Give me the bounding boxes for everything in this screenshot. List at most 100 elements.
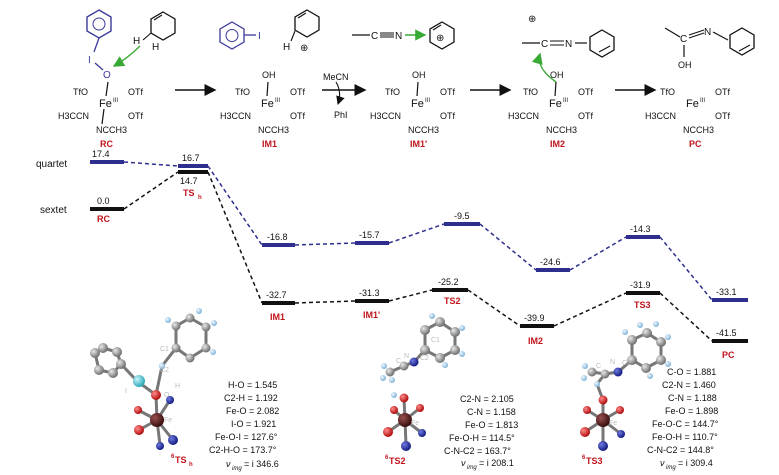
value-ts2-sextet: -25.2 (438, 277, 459, 287)
reaction-scheme: I O H H Fe III TfO OTf H3CCN OTf NCCH3 R… (58, 9, 755, 149)
im1p-otf-1: OTf (440, 87, 455, 97)
tsh-param-3: Fe-O = 2.082 (226, 406, 279, 416)
im1-fe-ox: III (275, 98, 280, 104)
svg-text:C2: C2 (420, 355, 429, 362)
ts3-label-sup: 6 (582, 455, 586, 461)
im1-oh: OH (262, 70, 276, 80)
im2-n: N (565, 39, 572, 50)
sextet-levels (90, 170, 748, 343)
phi-byproduct: PhI (334, 110, 348, 120)
im2-fe-ox: III (563, 98, 568, 104)
im1p-structure: C N ⊕ OH Fe III TfO OTf H3CCN OTf NCCH3 … (352, 21, 455, 149)
svg-text:img: img (666, 465, 676, 471)
pc-h3ccn: H3CCN (645, 111, 676, 121)
svg-text:Fe-O-H = 114.5°: Fe-O-H = 114.5° (449, 433, 515, 443)
im1-label: IM1 (262, 139, 277, 149)
im1-h: H (283, 42, 290, 53)
pc-otf-1: OTf (715, 87, 730, 97)
rc-h-label-1: H (133, 36, 140, 47)
level-im1p-sextet (355, 299, 389, 303)
quartet-levels (90, 160, 748, 302)
im1p-oh: OH (412, 70, 426, 80)
rc-ncch3: NCCH3 (96, 125, 127, 135)
state-im1p: IM1' (363, 310, 380, 320)
svg-text:N: N (610, 359, 615, 366)
nitrile-n: N (395, 31, 402, 42)
svg-text:C2: C2 (160, 367, 169, 374)
value-rc-quartet: 17.4 (92, 149, 110, 159)
im1p-fe-ox: III (425, 98, 430, 104)
pc-tfo: TfO (660, 87, 675, 97)
rc-otf-2: OTf (128, 111, 143, 121)
pc-oh: OH (678, 60, 692, 70)
svg-text:= i 208.1: = i 208.1 (479, 458, 514, 468)
svg-text:C2-N = 1.460: C2-N = 1.460 (662, 380, 716, 390)
svg-text:img: img (467, 465, 477, 471)
tsh-fe-atom (150, 413, 164, 427)
svg-text:C1: C1 (431, 337, 440, 344)
im1p-cation: ⊕ (436, 33, 444, 44)
tsh-label-sup: 6 (171, 454, 175, 460)
svg-text:N: N (404, 353, 409, 360)
geometry-ts3: C2 C N Fe C-O = 1.881 C2-N = 1.460 C-N =… (580, 321, 719, 471)
im1-fe: Fe (261, 98, 274, 110)
svg-text:Fe-O-H = 110.7°: Fe-O-H = 110.7° (652, 432, 718, 442)
tsh-nu: ν (226, 459, 231, 469)
value-im1p-sextet: -31.3 (359, 288, 380, 298)
im1-otf-1: OTf (290, 87, 305, 97)
svg-text:C: C (396, 358, 401, 365)
tsh-atom-labels: C1 C2 H I O Fe (125, 346, 180, 424)
ts2-label-sup: 6 (385, 455, 389, 461)
level-ts3-sextet (626, 291, 660, 295)
rc-cyclohexene-ring (150, 11, 176, 41)
ts3-fe-atom (596, 413, 610, 427)
svg-text:C1: C1 (160, 346, 169, 353)
im1-cation: ⊕ (300, 43, 308, 54)
rc-fe-ox: III (113, 98, 118, 104)
ts3-params: C-O = 1.881 C2-N = 1.460 C-N = 1.188 Fe-… (647, 367, 719, 471)
im2-oh: OH (550, 70, 564, 80)
tsh-param-4: I-O = 1.921 (231, 419, 276, 429)
level-im1-quartet (262, 243, 295, 247)
value-im1p-quartet: -15.7 (359, 230, 380, 240)
rc-label: RC (100, 139, 113, 149)
state-tsh: TS (183, 188, 195, 198)
im1p-label: IM1' (410, 139, 427, 149)
im1-h3ccn: H3CCN (220, 111, 251, 121)
pc-fe: Fe (686, 98, 699, 110)
tsh-param-2: C2-H = 1.192 (224, 393, 278, 403)
im1p-h3ccn: H3CCN (370, 111, 401, 121)
value-pc-quartet: -33.1 (716, 287, 737, 297)
im2-c: C (541, 39, 548, 50)
tsh-param-5: Fe-O-I = 127.6° (215, 432, 278, 442)
energy-profile: quartet sextet (36, 149, 748, 360)
state-ts2: TS2 (444, 296, 461, 306)
level-ts2-sextet (432, 288, 468, 292)
im1-tfo: TfO (235, 87, 250, 97)
svg-text:Fe: Fe (411, 420, 419, 427)
geometry-tsh: C1 C2 H I O Fe H-O = 1.545 C2-H = 1.192 … (90, 308, 279, 472)
im1-ncch3: NCCH3 (258, 125, 289, 135)
value-ts3-quartet: -14.3 (630, 224, 651, 234)
rc-iodine-label: I (88, 55, 91, 66)
svg-text:ν: ν (461, 458, 466, 468)
sextet-connectors (123, 171, 713, 342)
pc-label: PC (689, 139, 702, 149)
quartet-connectors (123, 161, 713, 301)
im2-label: IM2 (550, 139, 565, 149)
tsh-iodine-atom (133, 375, 145, 387)
ts3-label: TS3 (586, 456, 603, 466)
value-pc-sextet: -41.5 (716, 328, 737, 338)
level-im2-sextet (520, 324, 554, 328)
tsh-freq: = i 346.6 (244, 459, 279, 469)
svg-text:C2-N = 2.105: C2-N = 2.105 (460, 394, 514, 404)
im2-cation: ⊕ (528, 14, 536, 25)
svg-text:C-N-C2 = 144.8°: C-N-C2 = 144.8° (647, 445, 714, 455)
state-im1: IM1 (270, 312, 285, 322)
im1-iodine: I (258, 31, 261, 42)
quartet-label: quartet (36, 159, 67, 170)
svg-text:Fe-O-C = 144.7°: Fe-O-C = 144.7° (652, 419, 719, 429)
state-pc: PC (722, 350, 735, 360)
pc-c: C (680, 34, 687, 45)
